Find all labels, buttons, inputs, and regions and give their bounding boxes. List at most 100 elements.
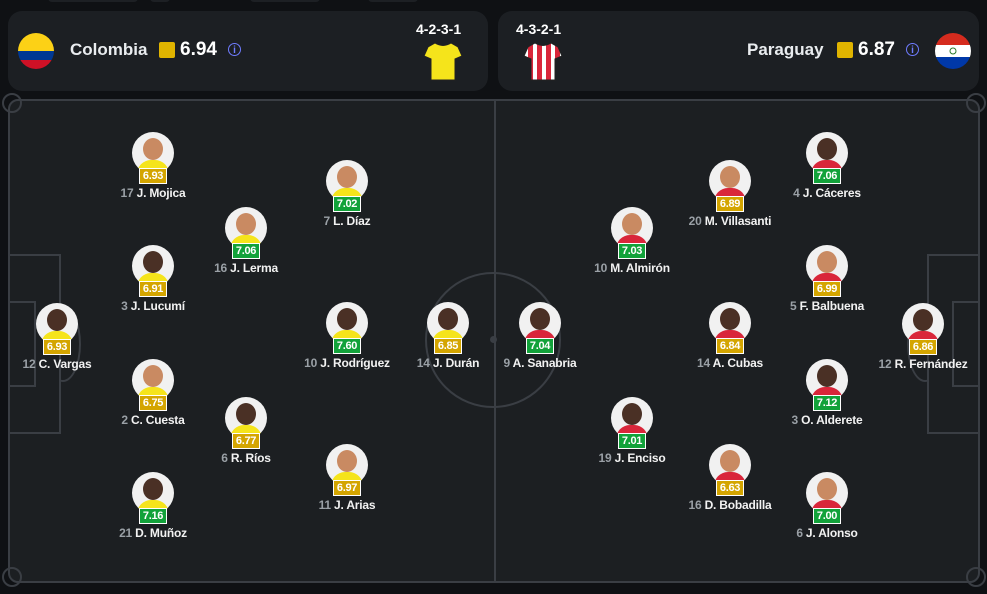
player-number: 14 <box>416 356 433 370</box>
player-name-text: J. Enciso <box>614 451 666 465</box>
home-player[interactable]: 7.02 7 L. Díaz <box>272 160 422 228</box>
player-rating-badge: 7.01 <box>617 433 647 449</box>
player-name-text: J. Mojica <box>136 186 186 200</box>
player-number: 9 <box>503 356 513 370</box>
player-name: 2 C. Cuesta <box>78 413 228 427</box>
player-name-text: M. Almirón <box>610 261 670 275</box>
player-rating-badge: 6.97 <box>332 480 362 496</box>
player-rating-badge: 7.03 <box>617 243 647 259</box>
right-goal-area <box>952 301 980 387</box>
player-rating-badge: 7.06 <box>812 168 842 184</box>
player-number: 11 <box>318 498 335 512</box>
player-rating-badge: 6.84 <box>715 338 745 354</box>
corner-arc <box>966 93 986 113</box>
center-circle <box>425 272 561 408</box>
player-number: 6 <box>796 526 806 540</box>
player-avatar <box>611 207 653 249</box>
player-name: 3 O. Alderete <box>752 413 902 427</box>
player-number: 10 <box>304 356 321 370</box>
player-name: 16 D. Bobadilla <box>655 498 805 512</box>
away-player[interactable]: 7.03 10 M. Almirón <box>557 207 707 275</box>
away-player[interactable]: 7.06 4 J. Cáceres <box>752 132 902 200</box>
player-rating-badge: 7.12 <box>812 395 842 411</box>
away-team-name[interactable]: Paraguay <box>747 40 824 59</box>
player-rating-badge: 7.02 <box>332 196 362 212</box>
player-name-text: J. Lucumí <box>130 299 185 313</box>
player-name: 12 R. Fernández <box>848 357 987 371</box>
player-name-text: A. Sanabria <box>512 356 577 370</box>
left-goal-area <box>8 301 36 387</box>
home-team-name[interactable]: Colombia <box>70 40 148 59</box>
player-rating-badge: 6.93 <box>42 339 72 355</box>
paraguay-flag-icon <box>935 33 971 69</box>
player-rating-badge: 6.77 <box>231 433 261 449</box>
player-rating-badge: 6.91 <box>138 281 168 297</box>
player-name: 14 J. Durán <box>373 356 523 370</box>
player-name: 21 D. Muñoz <box>78 526 228 540</box>
player-name: 9 A. Sanabria <box>465 356 615 370</box>
player-number: 19 <box>598 451 615 465</box>
player-number: 16 <box>214 261 231 275</box>
player-avatar <box>36 303 78 345</box>
player-name: 6 R. Ríos <box>171 451 321 465</box>
away-player[interactable]: 7.12 3 O. Alderete <box>752 359 902 427</box>
player-number: 17 <box>120 186 137 200</box>
player-name-text: F. Balbuena <box>799 299 865 313</box>
info-icon[interactable]: i <box>228 43 241 56</box>
player-rating-badge: 7.04 <box>525 338 555 354</box>
away-player[interactable]: 6.84 14 A. Cubas <box>655 302 805 370</box>
away-formation: 4-3-2-1 <box>516 21 562 37</box>
player-name-text: R. Fernández <box>894 357 968 371</box>
home-formation: 4-2-3-1 <box>416 21 462 37</box>
player-number: 16 <box>688 498 705 512</box>
home-shirt-icon <box>424 42 462 81</box>
player-avatar <box>326 160 368 202</box>
player-name: 7 L. Díaz <box>272 214 422 228</box>
home-team-rating: 6.94 <box>180 39 217 60</box>
player-name: 14 A. Cubas <box>655 356 805 370</box>
player-avatar <box>519 302 561 344</box>
info-icon[interactable]: i <box>906 43 919 56</box>
player-name: 12 C. Vargas <box>0 357 132 371</box>
home-player[interactable]: 6.97 11 J. Arias <box>272 444 422 512</box>
player-avatar <box>326 444 368 486</box>
player-number: 21 <box>119 526 136 540</box>
player-name: 11 J. Arias <box>272 498 422 512</box>
home-player[interactable]: 6.77 6 R. Ríos <box>171 397 321 465</box>
player-name-text: J. Lerma <box>230 261 278 275</box>
player-name: 17 J. Mojica <box>78 186 228 200</box>
home-team-header: Colombia 6.94 i 4-2-3-1 <box>8 11 488 91</box>
player-name: 16 J. Lerma <box>171 261 321 275</box>
home-player[interactable]: 6.93 12 C. Vargas <box>0 303 132 371</box>
player-name-text: D. Muñoz <box>135 526 187 540</box>
player-number: 7 <box>323 214 334 228</box>
player-name: 5 F. Balbuena <box>752 299 902 313</box>
rating-square-icon <box>837 42 853 58</box>
colombia-flag-icon <box>18 33 54 69</box>
player-number: 6 <box>221 451 231 465</box>
corner-arc <box>2 567 22 587</box>
player-name: 4 J. Cáceres <box>752 186 902 200</box>
player-number: 12 <box>878 357 895 371</box>
player-name-text: L. Díaz <box>333 214 371 228</box>
player-number: 12 <box>22 357 39 371</box>
player-number: 14 <box>696 356 713 370</box>
away-team-rating: 6.87 <box>858 39 895 60</box>
away-player[interactable]: 7.04 9 A. Sanabria <box>465 302 615 370</box>
player-number: 2 <box>121 413 132 427</box>
player-number: 5 <box>789 299 800 313</box>
player-number: 10 <box>594 261 611 275</box>
